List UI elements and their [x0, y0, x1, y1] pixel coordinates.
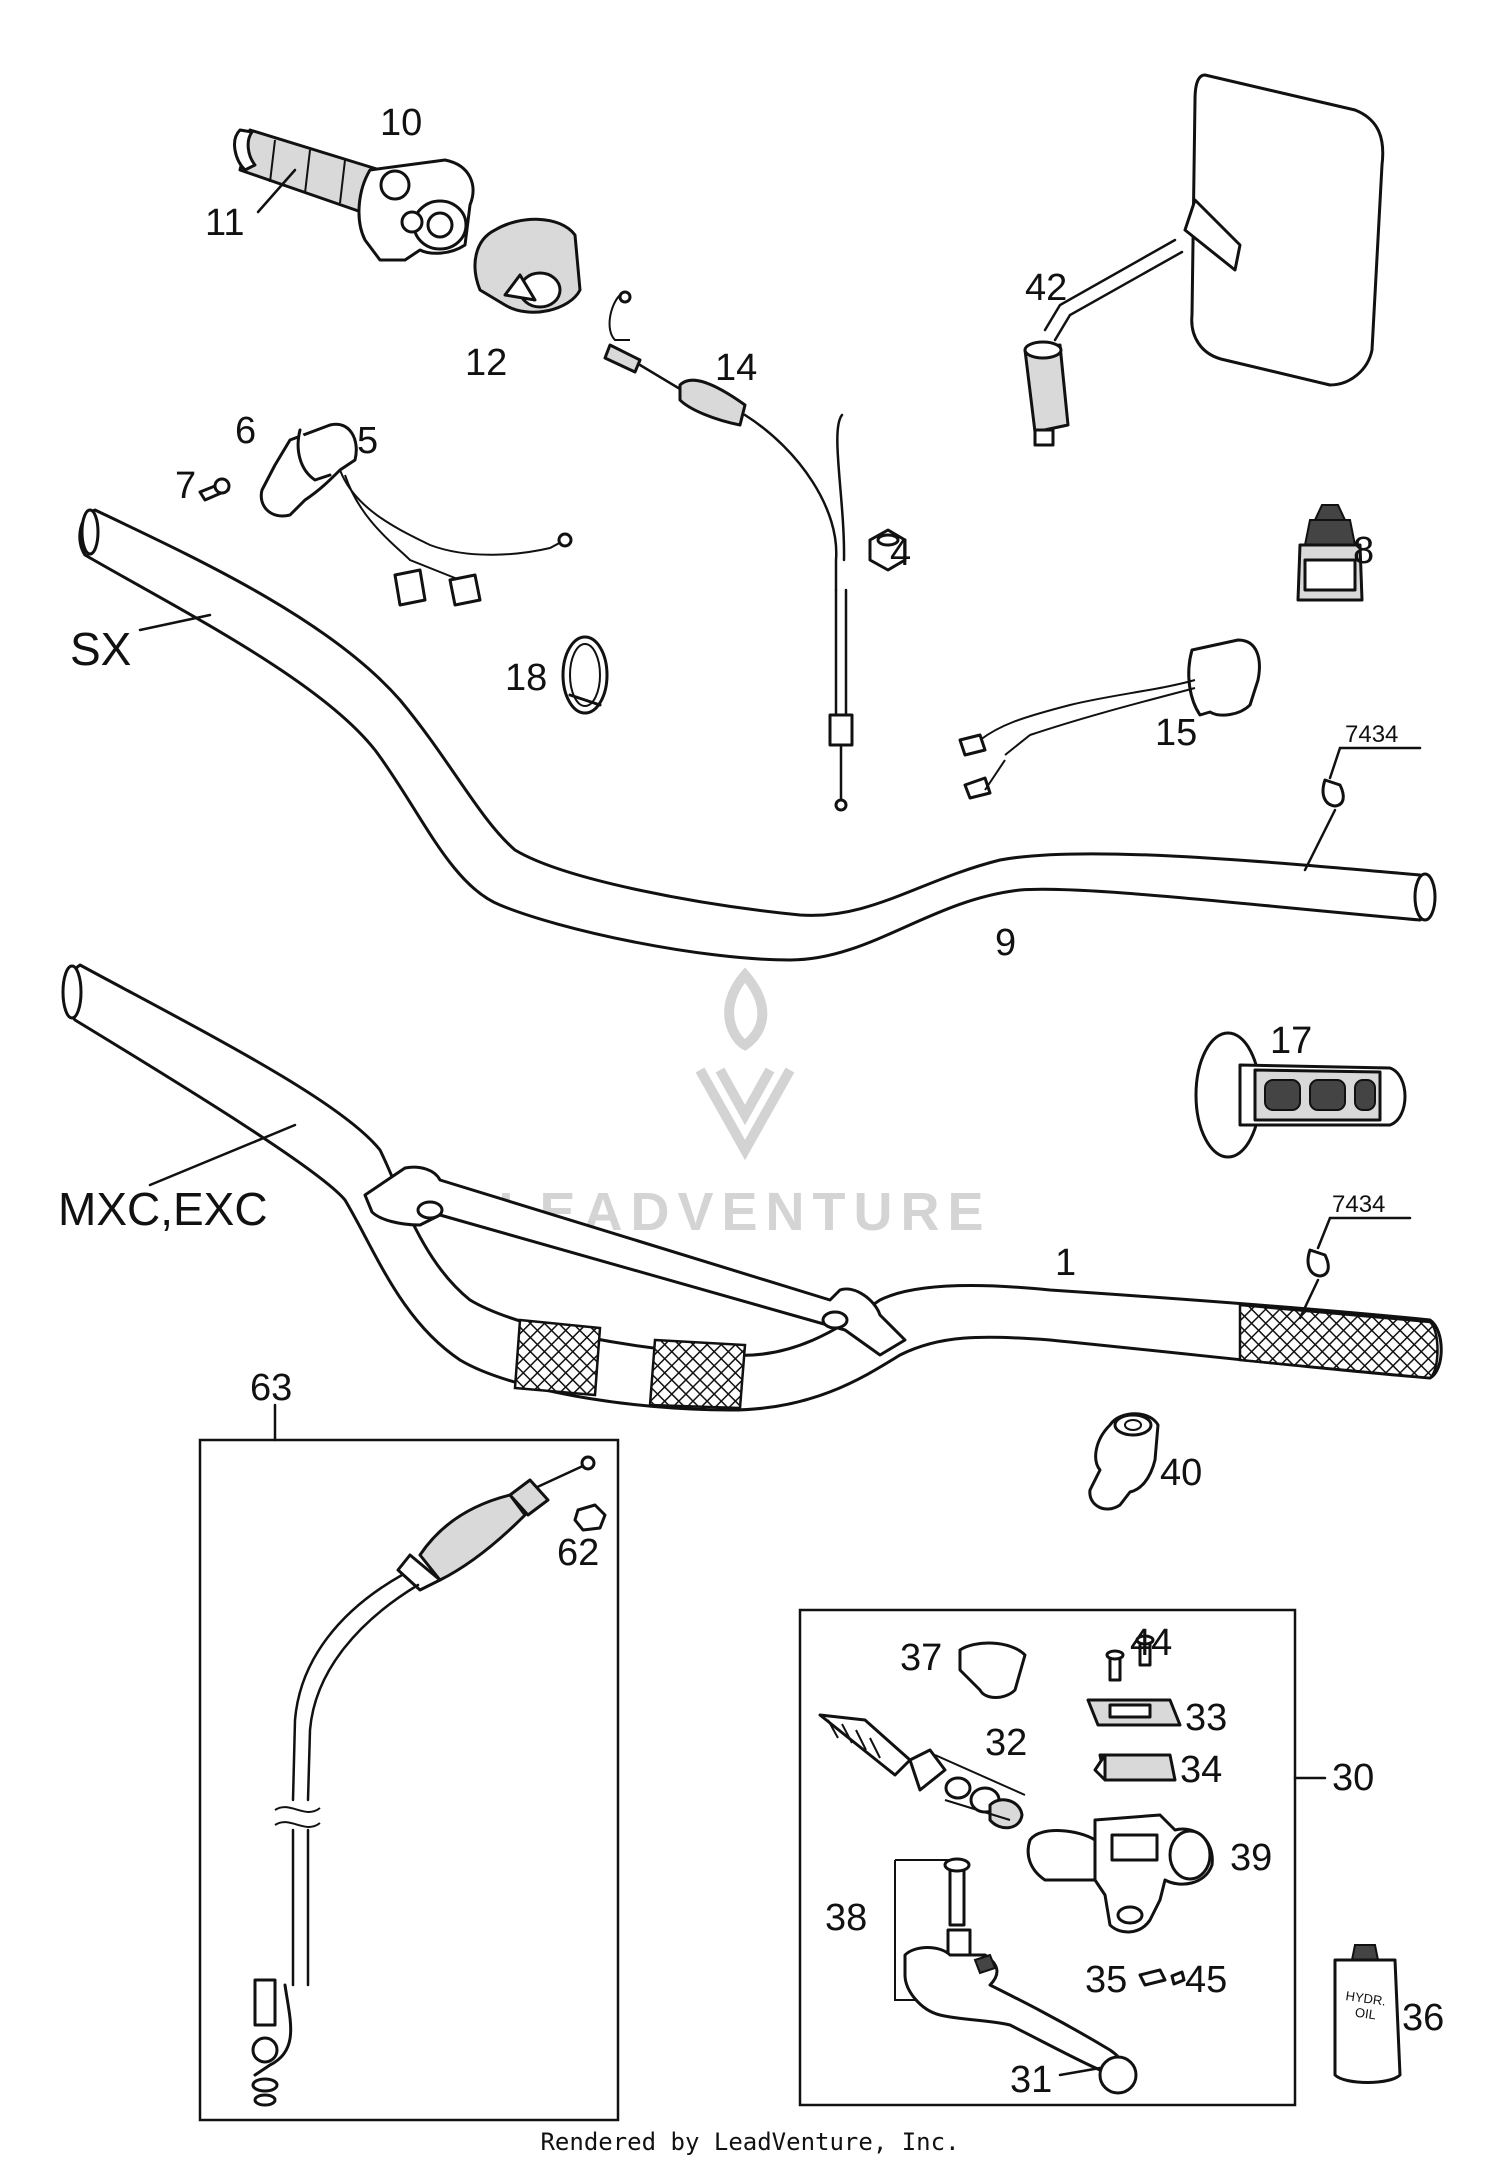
label-6: 6 — [235, 410, 256, 452]
variant-mxc-exc: MXC,EXC — [58, 1183, 268, 1235]
label-18: 18 — [505, 657, 547, 699]
adhesive-bottle[interactable] — [1296, 504, 1364, 602]
label-11: 11 — [205, 202, 244, 244]
bottle-label-line: OIL — [1354, 2005, 1377, 2023]
reservoir-gasket[interactable] — [1093, 1753, 1177, 1782]
handlebar-sx[interactable] — [78, 508, 1437, 962]
switch-with-wires[interactable] — [958, 638, 1261, 800]
label-33: 33 — [1185, 1697, 1227, 1739]
label-39: 39 — [1230, 1837, 1272, 1879]
label-30: 30 — [1332, 1757, 1374, 1799]
label-37: 37 — [900, 1637, 942, 1679]
label-31: 31 — [1010, 2059, 1052, 2101]
cap-screws[interactable] — [1105, 1634, 1155, 1682]
hydraulic-oil-bottle[interactable]: HYDR. OIL — [1333, 1944, 1402, 2084]
reservoir-cap[interactable] — [1086, 1698, 1182, 1727]
label-1: 1 — [1055, 1242, 1076, 1284]
small-screw[interactable] — [1170, 1970, 1186, 1986]
cable[interactable] — [251, 1455, 596, 2107]
watermark: LEADVENTURE — [498, 967, 984, 1242]
label-44: 44 — [1130, 1622, 1172, 1664]
label-40: 40 — [1160, 1452, 1202, 1494]
label-14: 14 — [715, 347, 757, 389]
ref-mark-bottom — [1298, 1216, 1412, 1320]
brake-lever[interactable] — [903, 1946, 1138, 2095]
svg-text:HYDR. OIL: HYDR. OIL — [1343, 1988, 1391, 2024]
label-9: 9 — [995, 922, 1016, 964]
handlebar-mxc-exc[interactable] — [61, 963, 1443, 1412]
ref-mark-top — [1303, 746, 1422, 872]
mirror[interactable] — [1023, 73, 1385, 447]
label-10: 10 — [380, 102, 422, 144]
label-63: 63 — [250, 1367, 292, 1409]
cable-nut[interactable] — [573, 1503, 607, 1532]
master-cylinder-body[interactable] — [1026, 1813, 1214, 1934]
label-5: 5 — [357, 420, 378, 462]
clamp-ring[interactable] — [561, 635, 609, 715]
bottle-label: HYDR. — [1345, 1988, 1387, 2008]
label-15: 15 — [1155, 712, 1197, 754]
brake-kit-box — [798, 1608, 1327, 2107]
clip[interactable] — [1138, 1968, 1167, 1987]
footer-credit: Rendered by LeadVenture, Inc. — [540, 2128, 959, 2156]
cable-kit-box — [198, 1403, 620, 2122]
lever-boot[interactable] — [958, 1641, 1027, 1699]
piston-assembly[interactable] — [818, 1713, 1026, 1830]
label-17: 17 — [1270, 1020, 1312, 1062]
label-7: 7 — [175, 465, 196, 507]
kill-switch-screw[interactable] — [198, 477, 231, 502]
ref-7434-top: 7434 — [1345, 721, 1398, 748]
label-36: 36 — [1402, 1997, 1444, 2039]
label-45: 45 — [1185, 1959, 1227, 2001]
throttle-cable[interactable] — [603, 290, 854, 812]
bar-clamp[interactable] — [1088, 1412, 1160, 1511]
throttle-cover[interactable] — [473, 217, 582, 314]
label-12: 12 — [465, 342, 507, 384]
label-8: 8 — [1353, 530, 1374, 572]
grip[interactable] — [1194, 1031, 1407, 1159]
nut[interactable] — [868, 528, 907, 572]
label-35: 35 — [1085, 1959, 1127, 2001]
label-32: 32 — [985, 1722, 1027, 1764]
variant-sx: SX — [70, 623, 131, 675]
label-4: 4 — [890, 532, 911, 574]
label-42: 42 — [1025, 267, 1067, 309]
label-62: 62 — [557, 1532, 599, 1574]
label-34: 34 — [1180, 1749, 1222, 1791]
ref-7434-bottom: 7434 — [1332, 1191, 1385, 1218]
kill-switch[interactable] — [259, 422, 573, 607]
throttle-housing[interactable] — [357, 158, 475, 262]
label-38: 38 — [825, 1897, 867, 1939]
